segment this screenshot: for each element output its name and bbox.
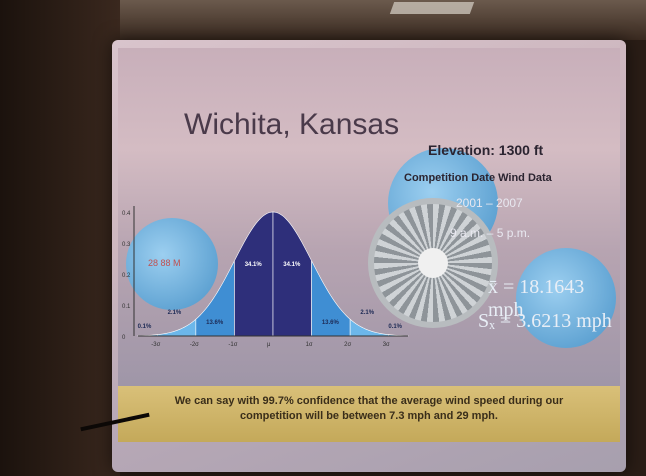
distribution-region <box>156 318 197 337</box>
x-tick-label: 3σ <box>383 342 390 348</box>
distribution-region <box>195 260 235 337</box>
distribution-region <box>311 260 351 337</box>
y-tick-label: 0.1 <box>122 304 131 310</box>
x-tick-label: -3σ <box>151 342 160 348</box>
caption-box: We can say with 99.7% confidence that th… <box>118 386 620 442</box>
wind-data-heading: Competition Date Wind Data <box>404 172 552 184</box>
presentation-slide: 28 88 M Wichita, Kansas Elevation: 1300 … <box>118 48 620 386</box>
x-tick-label: -2σ <box>190 342 199 348</box>
hours-text: 9 a.m. – 5 p.m. <box>450 226 531 240</box>
region-label: 2.1% <box>168 310 182 316</box>
std-dev-formula: Sₓ = 3.6213 mph <box>478 310 612 332</box>
x-tick-label: -1σ <box>228 342 237 348</box>
turbine-image <box>368 198 498 328</box>
region-label: 13.6% <box>322 320 340 326</box>
x-tick-label: μ <box>267 342 271 348</box>
distribution-region <box>349 318 390 337</box>
y-tick-label: 0 <box>122 335 126 341</box>
caption-line-1: We can say with 99.7% confidence that th… <box>174 395 564 407</box>
region-label: 34.1% <box>283 262 301 268</box>
slide-title: Wichita, Kansas <box>184 108 400 141</box>
normal-distribution-chart: 0 0.1 0.2 0.3 0.4 0.1% 2.1% 13.6% 34.1% 34.1% 13.6… <box>122 206 409 348</box>
water-tower-image <box>516 248 616 348</box>
y-tick-label: 0.4 <box>122 211 131 217</box>
region-label: 2.1% <box>360 310 374 316</box>
region-label: 13.6% <box>206 320 224 326</box>
x-tick-label: 1σ <box>306 342 313 348</box>
region-label: 0.1% <box>388 324 402 330</box>
distribution-region <box>234 211 274 337</box>
region-label: 34.1% <box>245 262 263 268</box>
water-tower-image <box>126 218 218 310</box>
room-wall <box>0 0 120 476</box>
y-tick-label: 0.3 <box>122 242 131 248</box>
years-text: 2001 – 2007 <box>456 196 523 210</box>
x-tick-label: 2σ <box>344 342 351 348</box>
turbine-hub <box>418 248 448 278</box>
elevation-text: Elevation: 1300 ft <box>428 142 544 158</box>
confidence-caption: We can say with 99.7% confidence that th… <box>118 394 620 424</box>
mean-formula: x̄ = 18.1643 mph <box>488 276 585 321</box>
caption-line-2: competition will be between 7.3 mph and … <box>240 410 498 422</box>
distribution-region <box>272 211 312 337</box>
projection-screen: 28 88 M Wichita, Kansas Elevation: 1300 … <box>112 40 626 472</box>
region-label: 0.1% <box>138 324 152 330</box>
ceiling-light <box>389 2 475 14</box>
y-tick-label: 0.2 <box>122 273 131 279</box>
tank-label: 28 88 M <box>148 258 181 268</box>
